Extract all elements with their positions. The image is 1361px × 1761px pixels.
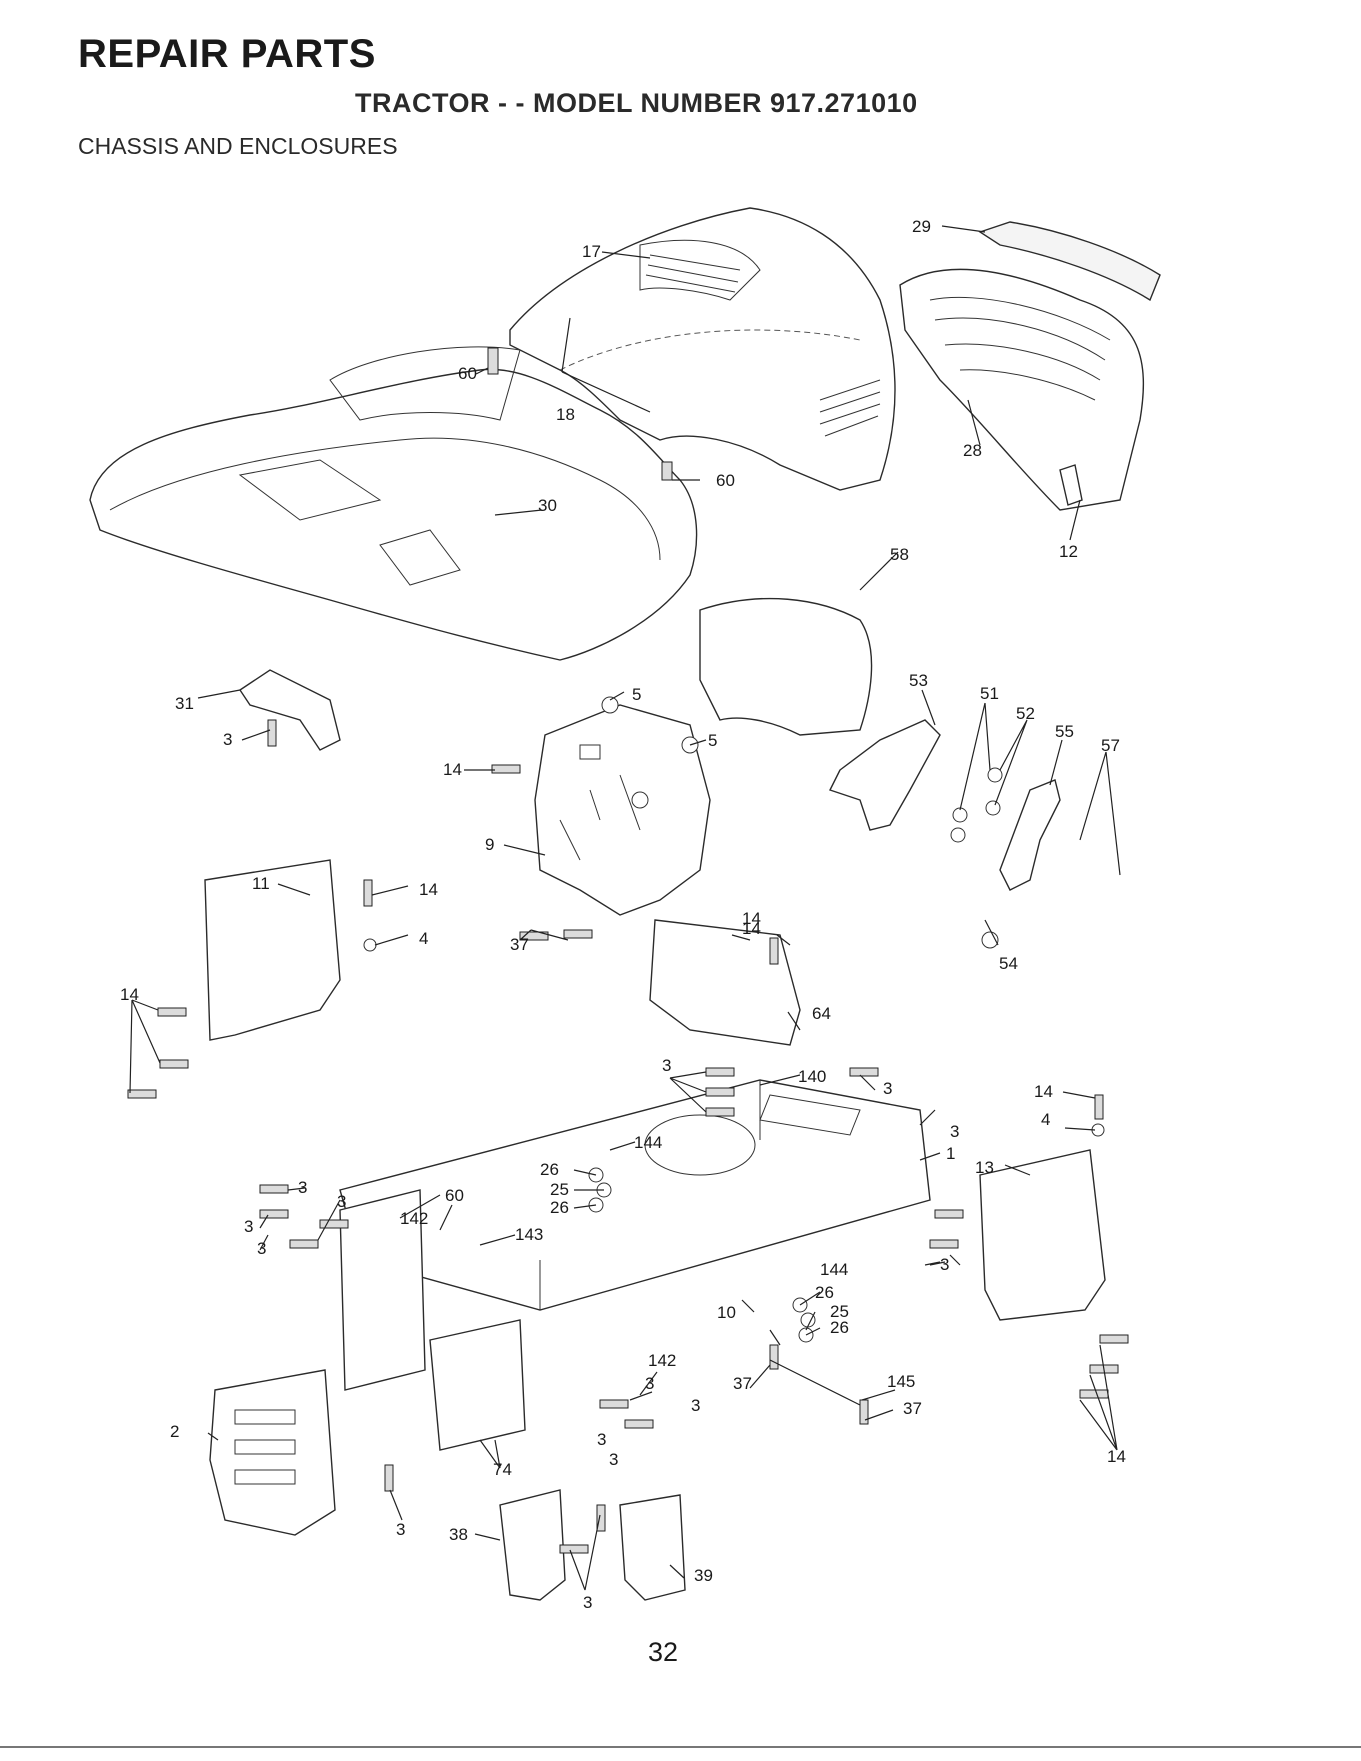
- callout-26: 26: [830, 1318, 849, 1337]
- left-side-panel: [205, 860, 340, 1040]
- callout-9: 9: [485, 835, 494, 854]
- callout-14: 14: [443, 760, 462, 779]
- callout-143: 143: [515, 1225, 543, 1244]
- callout-58: 58: [890, 545, 909, 564]
- callout-3: 3: [662, 1056, 671, 1075]
- callout-31: 31: [175, 694, 194, 713]
- callout-52: 52: [1016, 704, 1035, 723]
- callout-54: 54: [999, 954, 1018, 973]
- callout-3: 3: [609, 1450, 618, 1469]
- callout-39: 39: [694, 1566, 713, 1585]
- callout-29: 29: [912, 217, 931, 236]
- callout-14: 14: [742, 909, 761, 928]
- callout-26: 26: [540, 1160, 559, 1179]
- hitch-bracket-right: [620, 1495, 685, 1600]
- callout-60: 60: [458, 364, 477, 383]
- callout-13: 13: [975, 1158, 994, 1177]
- callout-30: 30: [538, 496, 557, 515]
- callout-4: 4: [419, 929, 428, 948]
- callout-26: 26: [815, 1283, 834, 1302]
- callout-144: 144: [820, 1260, 848, 1279]
- callout-144: 144: [634, 1133, 662, 1152]
- front-axle-plate-center: [430, 1320, 525, 1450]
- callout-2: 2: [170, 1422, 179, 1441]
- callout-3: 3: [337, 1192, 346, 1211]
- callout-17: 17: [582, 242, 601, 261]
- hitch-bracket-left: [500, 1490, 565, 1600]
- callout-3: 3: [223, 730, 232, 749]
- callout-3: 3: [597, 1430, 606, 1449]
- callout-26: 26: [550, 1198, 569, 1217]
- callout-3: 3: [396, 1520, 405, 1539]
- callout-14: 14: [1107, 1447, 1126, 1466]
- callout-12: 12: [1059, 542, 1078, 561]
- callout-3: 3: [583, 1593, 592, 1612]
- callout-18: 18: [556, 405, 575, 424]
- callout-3: 3: [691, 1396, 700, 1415]
- callout-60: 60: [445, 1186, 464, 1205]
- callout-64: 64: [812, 1004, 831, 1023]
- callout-14: 14: [419, 880, 438, 899]
- callout-3: 3: [257, 1239, 266, 1258]
- callout-3: 3: [244, 1217, 253, 1236]
- callout-1: 1: [946, 1144, 955, 1163]
- callout-60: 60: [716, 471, 735, 490]
- callout-3: 3: [298, 1178, 307, 1197]
- page-number: 32: [648, 1637, 678, 1668]
- callout-53: 53: [909, 671, 928, 690]
- callout-57: 57: [1101, 736, 1120, 755]
- callout-5: 5: [632, 685, 641, 704]
- lift-bracket: [830, 720, 940, 830]
- callout-28: 28: [963, 441, 982, 460]
- callout-10: 10: [717, 1303, 736, 1322]
- callout-25: 25: [550, 1180, 569, 1199]
- callout-3: 3: [940, 1255, 949, 1274]
- callout-37: 37: [733, 1374, 752, 1393]
- bottom-divider: [0, 1746, 1361, 1748]
- right-side-panel: [980, 1150, 1105, 1320]
- callout-11: 11: [252, 874, 270, 893]
- callout-5: 5: [708, 731, 717, 750]
- callout-145: 145: [887, 1372, 915, 1391]
- callout-3: 3: [645, 1374, 654, 1393]
- callout-37: 37: [903, 1399, 922, 1418]
- dash-panel: [535, 705, 710, 915]
- callout-37: 37: [510, 935, 529, 954]
- callout-142: 142: [400, 1209, 428, 1228]
- callout-38: 38: [449, 1525, 468, 1544]
- callout-74: 74: [493, 1460, 512, 1479]
- front-grille-housing: [900, 269, 1143, 510]
- callout-3: 3: [950, 1122, 959, 1141]
- seat-bracket: [240, 670, 340, 750]
- pedal-bracket: [1000, 780, 1060, 890]
- callout-14: 14: [1034, 1082, 1053, 1101]
- callout-142: 142: [648, 1351, 676, 1370]
- callout-140: 140: [798, 1067, 826, 1086]
- callout-4: 4: [1041, 1110, 1050, 1129]
- callout-55: 55: [1055, 722, 1074, 741]
- heat-shield: [700, 599, 872, 735]
- callout-14: 14: [120, 985, 139, 1004]
- callout-51: 51: [980, 684, 999, 703]
- front-bumper-plate: [210, 1370, 335, 1535]
- callout-3: 3: [883, 1079, 892, 1098]
